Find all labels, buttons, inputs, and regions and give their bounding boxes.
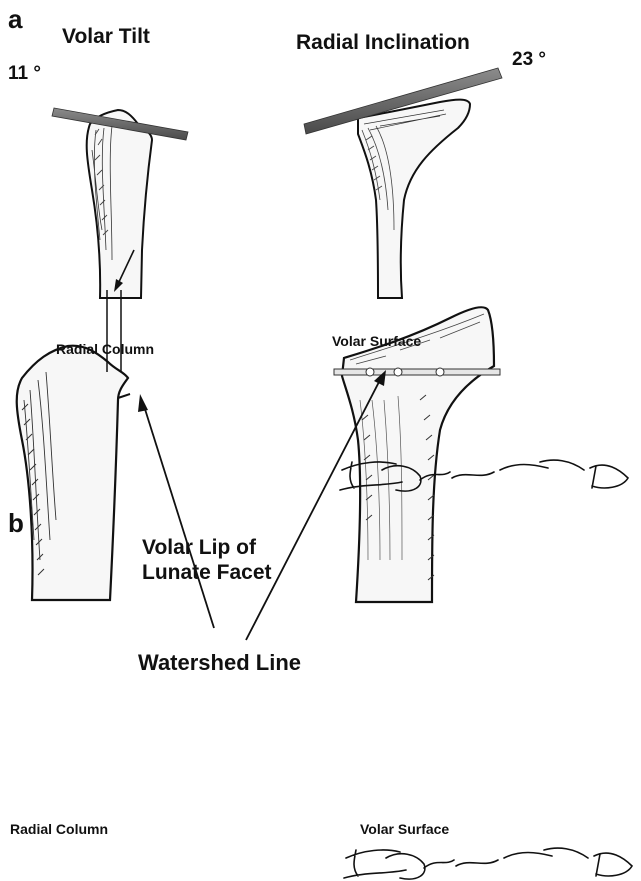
signature-b <box>344 848 632 879</box>
radius-lateral-view-b <box>17 346 130 600</box>
volar-lip-label: Volar Lip of Lunate Facet <box>142 536 272 586</box>
volar-tilt-angle: 11 ° <box>8 64 41 83</box>
radius-lateral-view-a <box>87 110 152 298</box>
watershed-arrows <box>138 370 386 640</box>
radius-volar-view-b <box>342 307 494 602</box>
radius-volar-view-a <box>358 100 470 298</box>
watershed-line-label: Watershed Line <box>138 652 301 674</box>
volar-surface-caption-a: Volar Surface <box>332 334 421 348</box>
radial-inclination-title: Radial Inclination <box>296 32 470 53</box>
volar-lip-label-line1: Volar Lip of <box>142 536 272 561</box>
radial-inclination-angle: 23 ° <box>512 50 546 69</box>
panel-label-b: b <box>8 510 24 536</box>
volar-tilt-title: Volar Tilt <box>62 26 150 47</box>
radial-column-caption-b: Radial Column <box>10 822 108 836</box>
volar-surface-caption-b: Volar Surface <box>360 822 449 836</box>
watershed-bar <box>334 368 500 376</box>
radial-column-caption-a: Radial Column <box>56 342 154 356</box>
panel-label-a: a <box>8 6 22 32</box>
volar-lip-label-line2: Lunate Facet <box>142 561 272 586</box>
